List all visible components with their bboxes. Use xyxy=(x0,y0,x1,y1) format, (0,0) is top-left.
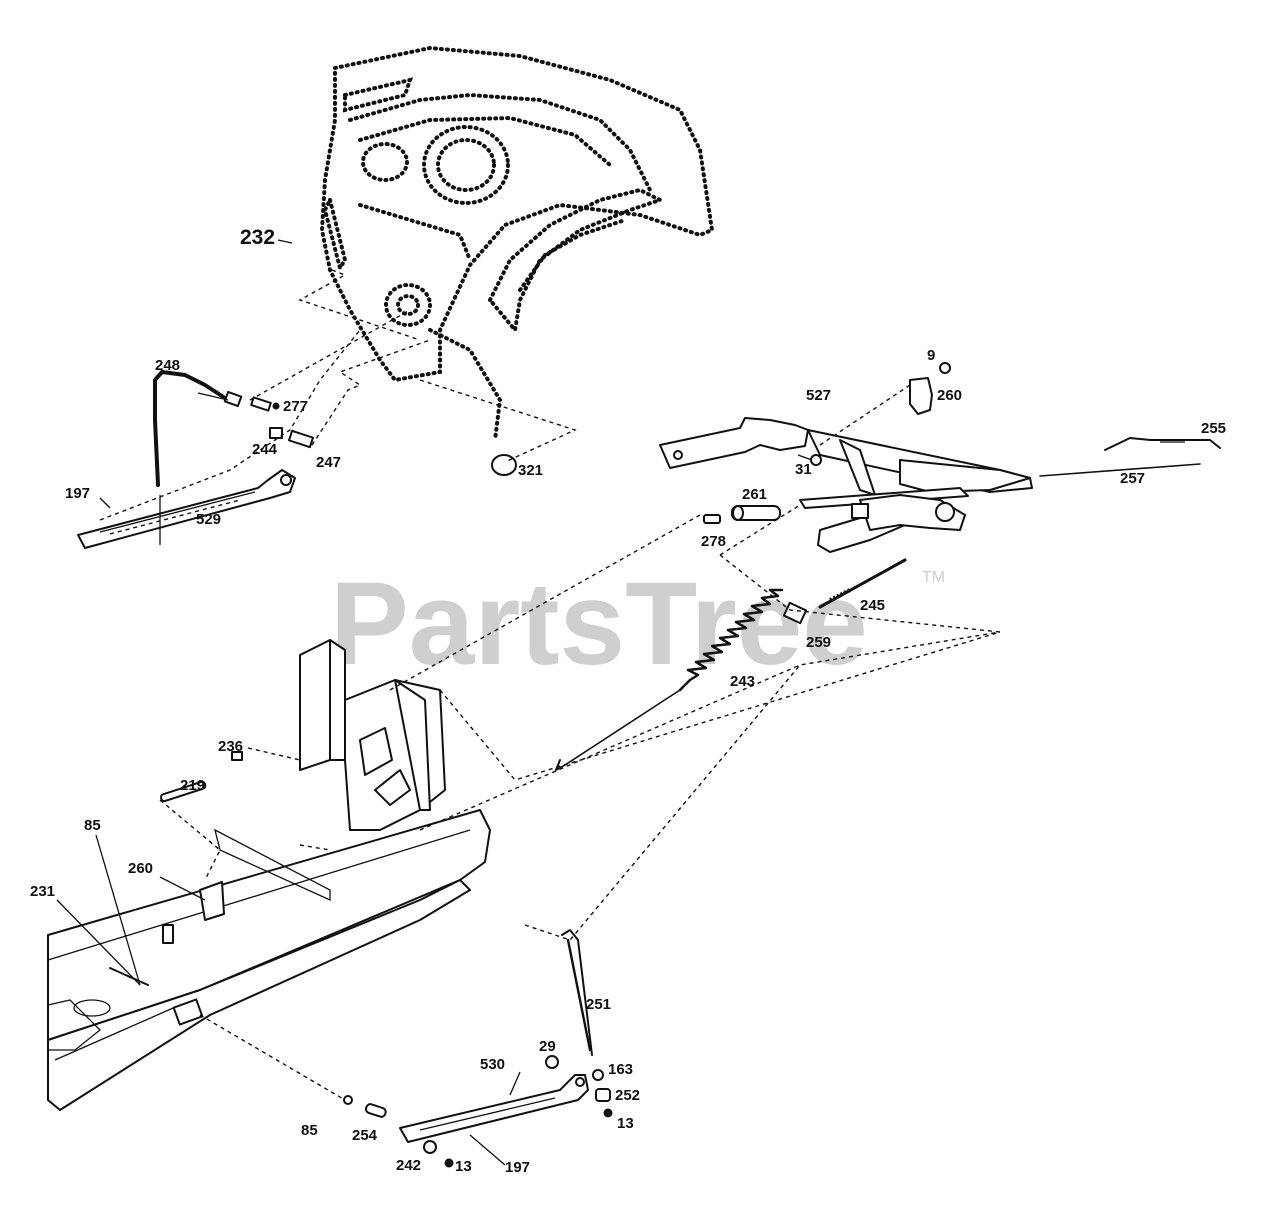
ferrule-252[interactable] xyxy=(595,1088,611,1102)
callout-31[interactable]: 31 xyxy=(795,461,812,478)
callout-257[interactable]: 257 xyxy=(1120,470,1145,487)
spacer-261[interactable] xyxy=(731,505,781,521)
pin-254[interactable] xyxy=(364,1103,387,1118)
callout-163[interactable]: 163 xyxy=(608,1061,633,1078)
callout-527[interactable]: 527 xyxy=(806,387,831,404)
callout-13-lower[interactable]: 13 xyxy=(455,1158,472,1175)
callout-321[interactable]: 321 xyxy=(518,462,543,479)
callout-247[interactable]: 247 xyxy=(316,454,341,471)
callout-219[interactable]: 219 xyxy=(180,777,205,794)
washer-85-lower[interactable] xyxy=(343,1095,353,1105)
nut-259[interactable] xyxy=(782,601,808,625)
bushing-31[interactable] xyxy=(810,454,822,466)
callout-29[interactable]: 29 xyxy=(539,1038,556,1055)
callout-261[interactable]: 261 xyxy=(742,486,767,503)
nut-13-lower[interactable] xyxy=(444,1158,454,1168)
callout-85-upper[interactable]: 85 xyxy=(84,817,101,834)
callout-85-lower[interactable]: 85 xyxy=(301,1122,318,1139)
callout-254[interactable]: 254 xyxy=(352,1127,378,1144)
callout-245[interactable]: 245 xyxy=(860,597,885,614)
rod-257[interactable] xyxy=(1039,463,1201,477)
callout-231[interactable]: 231 xyxy=(30,883,55,900)
callout-leaders xyxy=(56,239,813,986)
rod-255[interactable] xyxy=(1104,437,1221,451)
callout-530[interactable]: 530 xyxy=(480,1056,505,1073)
pin-278[interactable] xyxy=(703,514,721,524)
callout-244[interactable]: 244 xyxy=(252,441,278,458)
clip-163[interactable] xyxy=(592,1069,604,1081)
callout-251[interactable]: 251 xyxy=(586,996,611,1013)
watermark-trademark: TM xyxy=(922,569,945,586)
bolt-245[interactable] xyxy=(818,558,907,609)
callout-259[interactable]: 259 xyxy=(806,634,831,651)
connector-277[interactable] xyxy=(250,396,280,412)
watermark-text: PartsTree xyxy=(330,558,868,690)
callout-197-lower[interactable]: 197 xyxy=(505,1159,530,1176)
callout-236[interactable]: 236 xyxy=(218,738,243,755)
washer-242[interactable] xyxy=(423,1140,437,1154)
tractor-frame[interactable] xyxy=(47,639,491,1111)
lever-529[interactable] xyxy=(77,469,296,549)
callout-9[interactable]: 9 xyxy=(927,347,935,364)
bolt-231[interactable] xyxy=(109,967,149,986)
fitting-247[interactable] xyxy=(287,429,315,449)
callout-243[interactable]: 243 xyxy=(730,673,755,690)
callout-260-lower[interactable]: 260 xyxy=(128,860,153,877)
callout-277[interactable]: 277 xyxy=(283,398,308,415)
callout-260-upper[interactable]: 260 xyxy=(937,387,962,404)
assembly-lines xyxy=(99,269,1001,1101)
nut-13-right[interactable] xyxy=(603,1108,613,1118)
link-rod-251[interactable] xyxy=(561,929,593,1056)
lever-530[interactable] xyxy=(399,1074,589,1143)
bracket-260-upper[interactable] xyxy=(909,377,933,415)
fitting-244[interactable] xyxy=(269,427,283,439)
bolt-236[interactable] xyxy=(231,751,243,761)
callout-13-right[interactable]: 13 xyxy=(617,1115,634,1132)
callout-255[interactable]: 255 xyxy=(1201,420,1226,437)
plug-321[interactable] xyxy=(491,454,517,476)
callout-252[interactable]: 252 xyxy=(615,1087,640,1104)
cable-248[interactable] xyxy=(153,370,243,487)
callout-278[interactable]: 278 xyxy=(701,533,726,550)
lift-arm-527[interactable] xyxy=(659,417,1033,553)
fender-shroud[interactable] xyxy=(319,45,715,442)
pin-219[interactable] xyxy=(159,780,207,803)
callout-197-upper[interactable]: 197 xyxy=(65,485,90,502)
callout-242[interactable]: 242 xyxy=(396,1157,421,1174)
clip-29[interactable] xyxy=(545,1055,559,1069)
callout-248[interactable]: 248 xyxy=(155,357,180,374)
callout-529[interactable]: 529 xyxy=(196,511,221,528)
nut-9[interactable] xyxy=(939,362,951,374)
callout-232[interactable]: 232 xyxy=(240,226,275,249)
